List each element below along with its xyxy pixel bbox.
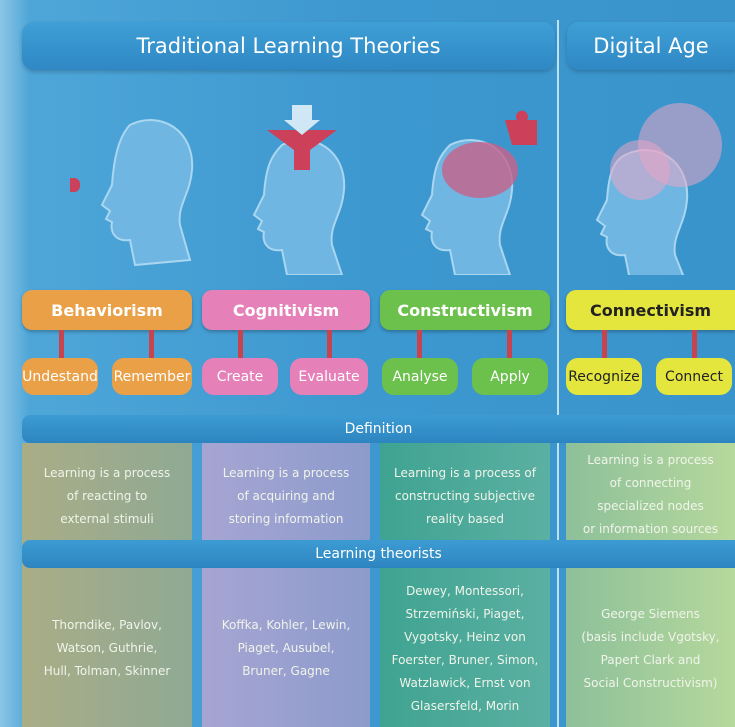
- skill-connect: Connect: [656, 358, 732, 395]
- skill-analyse: Analyse: [382, 358, 458, 395]
- theorists-band: Learning theorists: [22, 540, 735, 568]
- behaviorism-label: Behaviorism: [22, 290, 192, 330]
- head-puzzle-icon: [420, 110, 537, 275]
- cognitivism-column: [202, 443, 370, 727]
- connector: [238, 330, 243, 358]
- constructivism-label: Constructivism: [380, 290, 550, 330]
- connector: [507, 330, 512, 358]
- connector: [602, 330, 607, 358]
- skill-evaluate: Evaluate: [290, 358, 368, 395]
- head-funnel-icon: [252, 105, 346, 275]
- digital-age-header: Digital Age: [567, 22, 735, 70]
- cognitivism-label: Cognitivism: [202, 290, 370, 330]
- traditional-header: Traditional Learning Theories: [22, 22, 555, 70]
- skill-recognize: Recognize: [566, 358, 642, 395]
- connector: [59, 330, 64, 358]
- skill-apply: Apply: [472, 358, 548, 395]
- connectivism-theorists: George Siemens(basis include Vgotsky,Pap…: [581, 606, 720, 690]
- behaviorism-column: [22, 443, 192, 727]
- head-network-icon: [595, 103, 722, 275]
- skill-create: Create: [202, 358, 278, 395]
- connector: [327, 330, 332, 358]
- connectivism-column: [566, 443, 735, 727]
- connector: [149, 330, 154, 358]
- definition-band: Definition: [22, 415, 735, 443]
- connectivism-label: Connectivism: [566, 290, 735, 330]
- constructivism-theorists: Dewey, Montessori,Strzemiński, Piaget,Vy…: [391, 583, 539, 713]
- skill-understand: Undestand: [22, 358, 98, 395]
- constructivism-column: [380, 443, 550, 727]
- connector: [692, 330, 697, 358]
- head-pointing-hand-icon: [70, 119, 194, 267]
- cognitivism-theorists: Koffka, Kohler, Lewin,Piaget, Ausubel,Br…: [221, 618, 351, 678]
- era-divider: [557, 20, 559, 727]
- connector: [417, 330, 422, 358]
- behaviorism-theorists: Thorndike, Pavlov,Watson, Guthrie,Hull, …: [43, 618, 171, 678]
- skill-remember: Remember: [112, 358, 192, 395]
